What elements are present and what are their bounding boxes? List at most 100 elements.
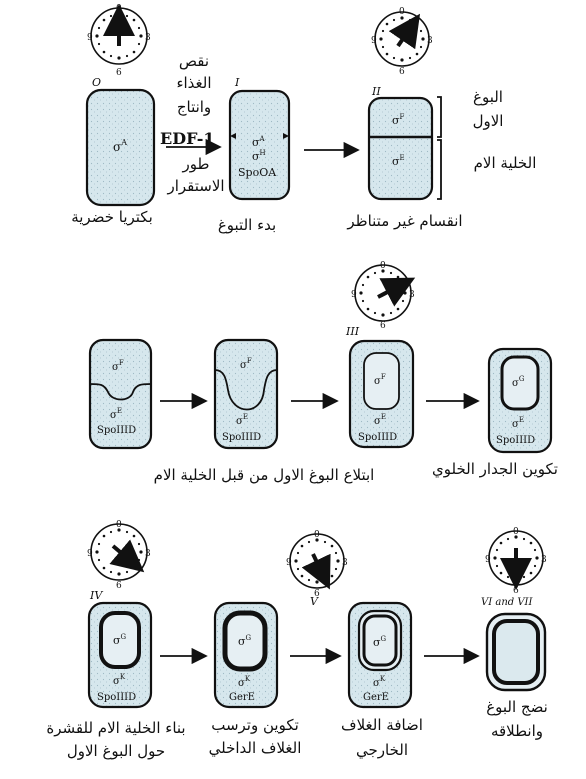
sigma-label: σG (373, 635, 387, 649)
clock-stage-4: 0 3 6 9 (87, 520, 151, 591)
clock-num-0: 0 (116, 520, 122, 530)
cell-stage-2: σF σE (367, 96, 442, 201)
sigma-label: σK (113, 673, 126, 687)
protein-label: SpoIIID (222, 432, 261, 443)
clock-num-9: 9 (485, 555, 491, 565)
clock-num-0: 0 (116, 4, 122, 14)
label-inner-coat-1: تكوين وترسب (211, 716, 299, 734)
clock-stage-0: 0 3 6 9 (87, 4, 151, 78)
clock-num-3: 3 (145, 33, 151, 43)
clock-num-3: 3 (541, 555, 547, 565)
label-maturation-1: نضج البوغ (486, 698, 548, 716)
clock-hand (301, 553, 331, 590)
label-vegetative: بكتريا خضرية (71, 208, 153, 226)
clock-num-0: 0 (399, 7, 405, 17)
clock-num-9: 9 (87, 33, 93, 43)
clock-num-3: 3 (427, 36, 433, 46)
cell-engulf-2: σF σE SpoIIID (213, 338, 279, 450)
sigma-label: σH (252, 149, 266, 163)
cell-engulf-1: σF σE SpoIIID (88, 338, 153, 450)
clock-stage-5: 0 3 6 9 (286, 530, 348, 599)
label-outer-coat-2: الخارجي (356, 741, 408, 760)
sigma-label: σK (373, 675, 386, 689)
clock-stage-2: 0 3 6 9 (371, 7, 433, 77)
sigma-label: σG (512, 375, 525, 389)
clock-stage-3: 0 3 6 9 (351, 261, 416, 331)
stage-label-0: O (92, 76, 101, 89)
label-cortex-2: حول البوغ الاول (67, 742, 165, 760)
clock-num-9: 9 (351, 290, 357, 300)
protein-label: SpoIIID (97, 692, 136, 703)
clock-num-6: 6 (314, 589, 320, 599)
protein-label: GerE (229, 692, 255, 703)
label-starvation-3: وانتاج (177, 98, 211, 117)
label-cortex-1: بناء الخلية الام للقشرة (46, 719, 185, 737)
sigma-label: σE (512, 416, 524, 430)
protein-label: SpoIIID (97, 425, 136, 436)
label-mother-cell: الخلية الام (474, 154, 537, 172)
clock-num-9: 9 (371, 36, 377, 46)
label-maturation-2: وانطلاقه (491, 722, 543, 740)
label-forespore-1: البوغ (473, 88, 503, 106)
cell-stage-5: σG σK GerE (213, 601, 279, 709)
protein-label: SpoOA (238, 166, 277, 179)
cell-outer-coat: σG σK GerE (347, 601, 413, 709)
label-starvation-2: الغذاء (176, 74, 211, 92)
stage-label-1: I (234, 76, 240, 89)
label-asymmetric-division: انقسام غير متناظر (346, 212, 462, 230)
clock-num-3: 3 (342, 558, 348, 568)
clock-num-6: 6 (380, 321, 386, 331)
clock-hand (388, 13, 421, 50)
clock-num-0: 0 (314, 530, 320, 540)
clock-num-0: 0 (380, 261, 386, 271)
label-outer-coat-1: اضافة الغلاف (341, 716, 423, 734)
cell-vegetative: σA (85, 88, 156, 207)
cell-stage-4: σG σK SpoIIID (87, 601, 153, 709)
protein-label: SpoIIID (496, 435, 535, 446)
label-forespore-2: الاول (473, 112, 504, 130)
sigma-label: σA (252, 135, 266, 149)
clock-num-3: 3 (409, 290, 415, 300)
label-edf: EDF-1 (160, 129, 214, 148)
label-cell-wall: تكوين الجدار الخلوي (432, 460, 558, 479)
sigma-label: σF (392, 113, 405, 127)
stage-label-2: II (371, 85, 381, 98)
label-starvation-1: نقص (179, 52, 209, 70)
sigma-label: σA (113, 138, 127, 154)
clock-num-3: 3 (145, 549, 151, 559)
cell-wall-formation: σG σE SpoIIID (487, 347, 553, 454)
clock-num-6: 6 (399, 67, 405, 77)
clock-hand (377, 277, 416, 307)
label-start-sporulation: بدء التبوغ (218, 216, 276, 234)
clock-ticks (294, 538, 340, 584)
clock-num-6: 6 (116, 68, 122, 78)
label-stationary-1: طور (182, 155, 210, 173)
cell-stage-3: σF σE SpoIIID (348, 339, 415, 449)
sigma-label: σF (374, 373, 386, 387)
stage-label-5: V (310, 595, 319, 608)
sigma-label: σE (236, 413, 248, 427)
label-engulfment: ابتلاع البوغ الاول من قبل الخلية الام (154, 466, 375, 484)
stage-label-4: IV (89, 589, 103, 602)
protein-label: SpoIIID (358, 432, 397, 443)
label-stationary-2: الاستقرار (166, 177, 224, 195)
stage-label-3: III (345, 325, 360, 338)
sigma-label: σK (238, 675, 251, 689)
sigma-label: σG (113, 633, 127, 647)
cell-stage-1: σA σH SpoOA (228, 89, 291, 201)
sigma-label: σG (238, 634, 252, 648)
sigma-label: σF (112, 359, 124, 373)
sigma-label: σF (240, 357, 252, 371)
label-inner-coat-2: الغلاف الداخلي (209, 739, 302, 758)
clock-num-9: 9 (286, 558, 292, 568)
clock-num-6: 6 (116, 581, 122, 591)
sigma-label: σE (392, 154, 405, 168)
protein-label: GerE (363, 692, 389, 703)
stage-label-6: VI and VII (481, 597, 534, 608)
clock-num-6: 6 (513, 586, 519, 596)
clock-num-9: 9 (87, 549, 93, 559)
sigma-label: σE (110, 407, 122, 421)
sigma-label: σE (374, 413, 386, 427)
clock-stage-6: 0 3 6 9 (485, 527, 547, 596)
